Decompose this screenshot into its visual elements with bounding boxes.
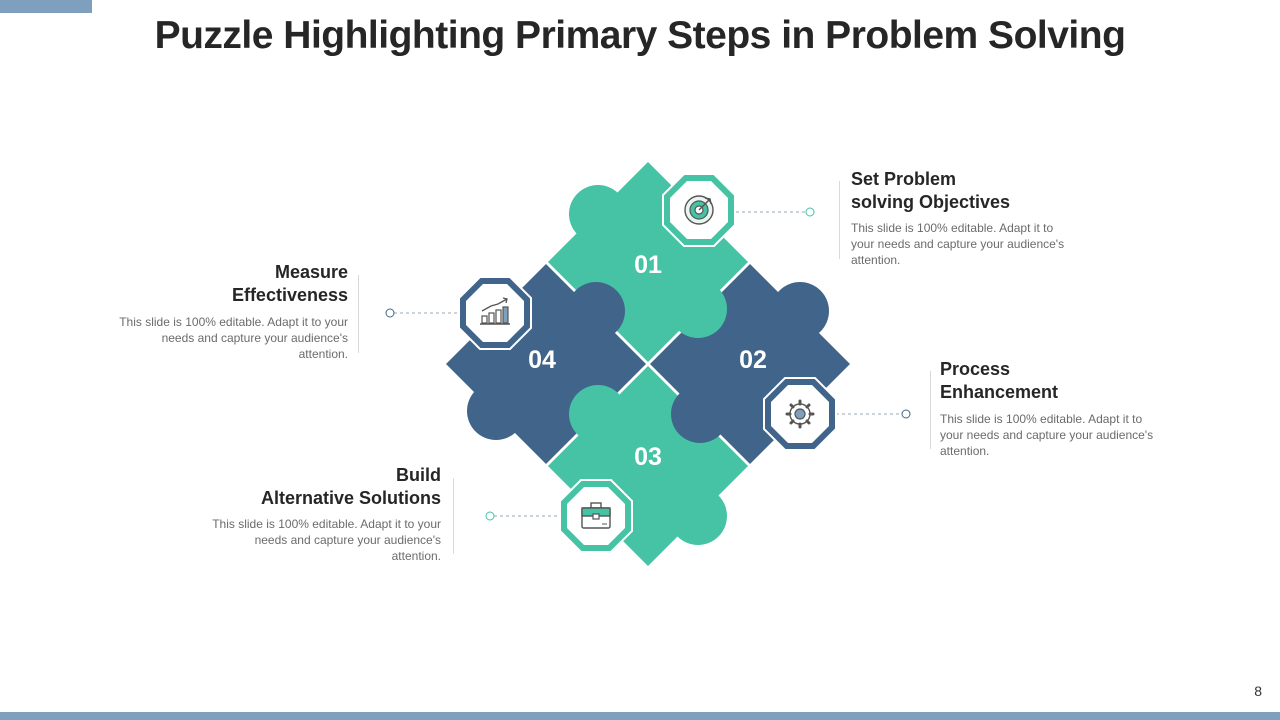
text-divider-04 [358, 275, 359, 353]
growth-chart-icon [458, 276, 532, 350]
briefcase-icon [559, 479, 633, 553]
step-description-01: This slide is 100% editable. Adapt it to… [851, 221, 1065, 267]
step-title-01: Set Problem solving Objectives [851, 169, 1011, 212]
step-description-02: This slide is 100% editable. Adapt it to… [940, 412, 1154, 458]
step-number-02: 02 [739, 346, 767, 374]
connector-dot-01 [805, 207, 815, 217]
puzzle-piece-03[interactable] [548, 366, 748, 566]
text-divider-03 [453, 478, 454, 554]
bottom-accent-bar [0, 712, 1280, 720]
connector-dot-04 [385, 308, 395, 318]
gear-icon [763, 377, 837, 451]
connector-dot-03 [485, 511, 495, 521]
text-divider-02 [930, 371, 931, 449]
target-icon [662, 173, 736, 247]
page-title: Puzzle Highlighting Primary Steps in Pro… [154, 14, 1126, 57]
step-description-03: This slide is 100% editable. Adapt it to… [212, 517, 441, 563]
step-number-03: 03 [634, 443, 662, 471]
step-description-04: This slide is 100% editable. Adapt it to… [119, 315, 348, 361]
page-number: 8 [1254, 683, 1262, 699]
step-number-01: 01 [634, 251, 662, 279]
step-title-04: Measure Effectiveness [231, 262, 348, 305]
step-number-04: 04 [528, 346, 556, 374]
connector-dot-02 [901, 409, 911, 419]
step-title-02: Process Enhancement [940, 359, 1059, 402]
step-title-03: Build Alternative Solutions [260, 465, 441, 508]
corner-accent-bar [0, 0, 92, 13]
text-divider-01 [839, 181, 840, 259]
